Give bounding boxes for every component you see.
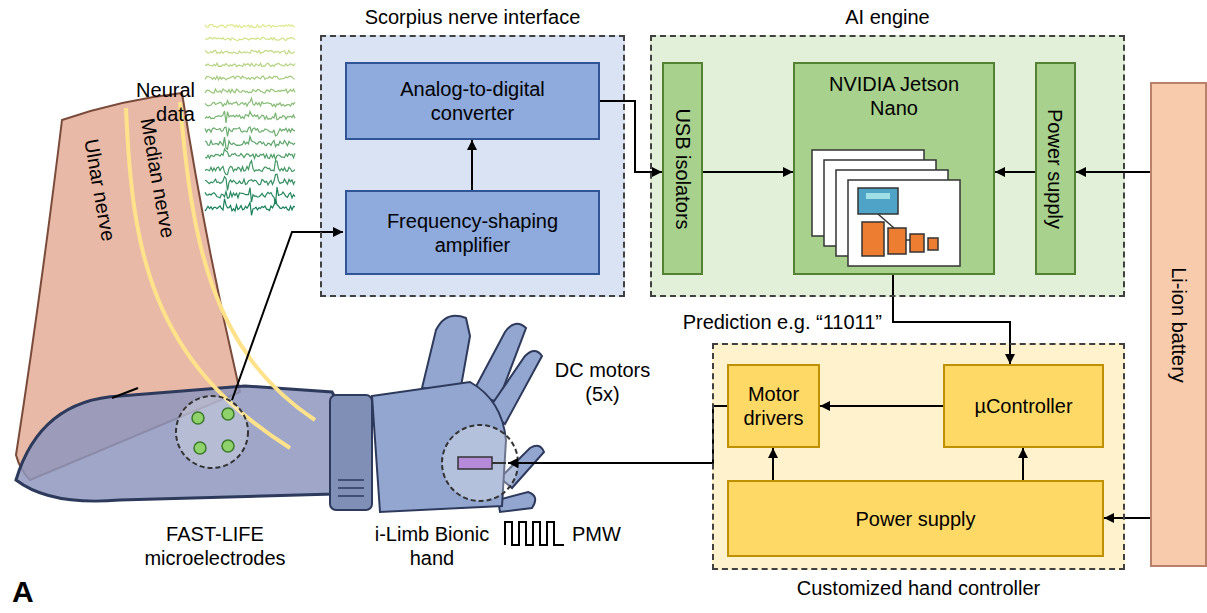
- part-label: i-Limb Bionic hand: [374, 522, 490, 570]
- motor-leader: [508, 406, 727, 463]
- neural-trace: [205, 111, 295, 123]
- nerve-cut: [112, 388, 138, 398]
- connector-arrow: [893, 275, 1010, 364]
- pwm-wave: [505, 522, 564, 545]
- neural-trace: [205, 161, 295, 175]
- wrist-ridges: [338, 480, 364, 496]
- dc-motor: [458, 457, 492, 469]
- box-fill: [1150, 82, 1207, 567]
- connector-arrow: [600, 101, 662, 172]
- box-label: Li-ion battery: [1167, 267, 1191, 383]
- box-label: µController: [974, 394, 1072, 418]
- box-label: Motor drivers: [735, 382, 812, 430]
- connector-arrow: [820, 405, 943, 407]
- box-fill: [793, 62, 995, 275]
- group-heading: Scorpius nerve interface: [322, 5, 623, 29]
- neural-trace: [205, 149, 295, 159]
- panel-letter: A: [12, 574, 52, 610]
- box-label: NVIDIA Jetson Nano: [825, 72, 963, 120]
- part-label: FAST-LIFE microelectrodes: [135, 522, 295, 570]
- signal-name: PMW: [572, 522, 642, 546]
- neural-trace: [205, 137, 295, 150]
- wrist-unit: [330, 395, 372, 510]
- connector-arrow: [995, 171, 1035, 173]
- box-label: Power supply: [1044, 108, 1068, 228]
- group-heading: Customized hand controller: [714, 576, 1123, 600]
- box-fill: [1035, 62, 1076, 275]
- neural-trace: [205, 50, 295, 53]
- box-fill: [943, 364, 1104, 448]
- nerve-label: Ulnar nerve: [77, 124, 123, 256]
- box-label: Power supply: [855, 507, 975, 531]
- edge-label: Prediction e.g. “11011”: [610, 310, 882, 334]
- battery-bar: Li-ion battery: [1150, 82, 1207, 567]
- neural-trace: [205, 98, 295, 107]
- box-fill: [320, 35, 625, 297]
- prosthetic-socket: [16, 386, 352, 501]
- box-fill: [712, 343, 1125, 570]
- connector-arrow: [1076, 171, 1150, 173]
- process-box: Power supply: [727, 480, 1104, 557]
- process-box: Motor drivers: [727, 364, 820, 448]
- motor-zoom: [442, 425, 518, 501]
- box-label: Analog-to-digital converter: [377, 77, 568, 125]
- process-box: Frequency-shaping amplifier: [345, 190, 600, 275]
- motor-shaft: [492, 462, 506, 464]
- box-fill: [650, 35, 1125, 297]
- electrode-leader: [232, 232, 343, 400]
- electrode-zoom: [176, 396, 248, 468]
- bionic-hand: [372, 316, 544, 512]
- box-fill: [345, 62, 600, 140]
- neural-traces: [205, 25, 295, 216]
- neural-trace: [205, 76, 295, 80]
- nerve-label: Median nerve: [134, 107, 182, 249]
- process-box: Analog-to-digital converter: [345, 62, 600, 140]
- neural-trace: [205, 37, 295, 40]
- median-nerve: [180, 102, 315, 420]
- connector-arrow: [703, 171, 793, 173]
- connector-arrow: [471, 140, 473, 190]
- group-panel: Scorpius nerve interfaceAnalog-to-digita…: [320, 35, 625, 297]
- box-label: Frequency-shaping amplifier: [377, 209, 568, 257]
- neural-trace: [205, 89, 295, 93]
- neural-trace: [205, 63, 295, 67]
- process-box: Power supply: [1035, 62, 1076, 275]
- neural-trace: [205, 25, 295, 28]
- group-panel: Customized hand controllerMotor driversµ…: [712, 343, 1125, 570]
- process-box: µController: [943, 364, 1104, 448]
- connector-arrow: [1022, 448, 1024, 480]
- electrode-dots: [192, 408, 234, 454]
- group-heading: AI engine: [652, 5, 1123, 29]
- group-panel: AI engineUSB isolatorsNVIDIA Jetson Nano…: [650, 35, 1125, 297]
- box-label: USB isolators: [671, 108, 695, 229]
- box-fill: [727, 364, 820, 448]
- part-label: DC motors (5x): [545, 358, 660, 406]
- cnn-icon: [812, 150, 960, 266]
- process-box: NVIDIA Jetson Nano: [793, 62, 995, 275]
- box-fill: [662, 62, 703, 275]
- neural-trace: [205, 199, 295, 215]
- connector-arrow: [772, 448, 774, 480]
- connector-arrow: [1104, 517, 1150, 519]
- box-fill: [727, 480, 1104, 557]
- process-box: USB isolators: [662, 62, 703, 275]
- box-fill: [345, 190, 600, 275]
